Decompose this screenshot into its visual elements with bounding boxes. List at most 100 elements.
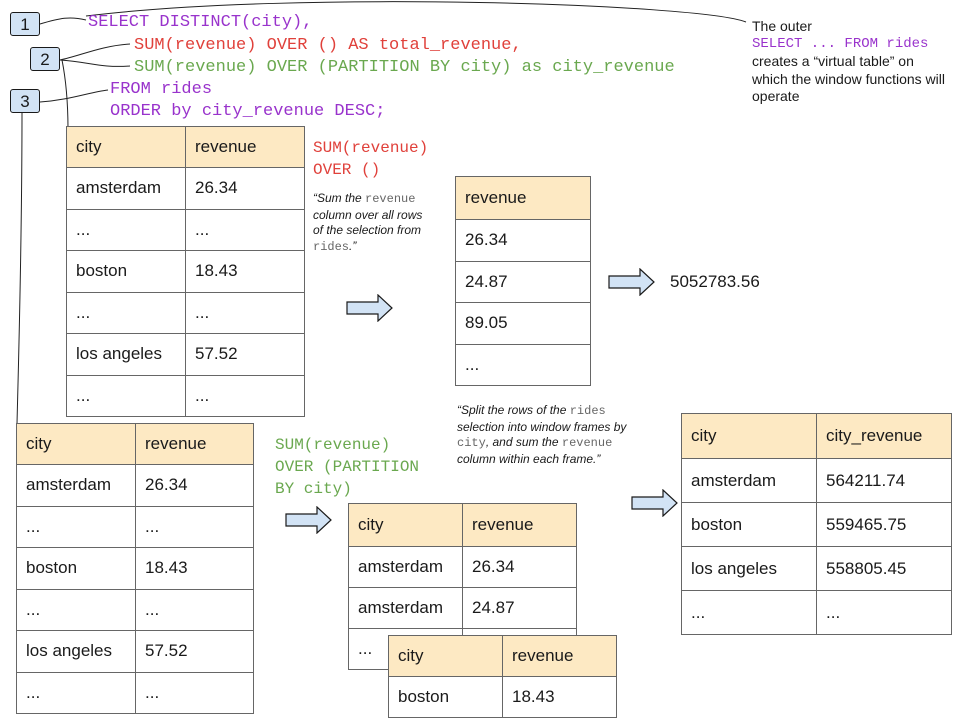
callout-text-2: creates a “virtual table” on which the w… (752, 53, 945, 104)
table-cell: 57.52 (185, 333, 305, 376)
partition-source-table: city revenue amsterdam 26.34 ... ... bos… (16, 423, 254, 714)
table-cell: amsterdam (681, 458, 817, 503)
table-cell: 559465.75 (816, 502, 952, 547)
table-cell: boston (388, 676, 503, 718)
table-row: los angeles 57.52 (16, 630, 254, 673)
table-cell: 89.05 (455, 302, 591, 345)
table-cell: boston (16, 547, 136, 590)
table-cell: ... (185, 208, 305, 251)
right-arrow-icon (631, 489, 678, 517)
partition-explanation-note: “Split the rows of the rides selection i… (457, 403, 629, 467)
right-arrow-icon (285, 506, 332, 534)
table-row: boston 559465.75 (681, 502, 952, 547)
table-cell: 26.34 (185, 167, 305, 210)
table-row: ... ... (66, 291, 305, 334)
column-header: city_revenue (816, 413, 952, 459)
table-cell: amsterdam (348, 546, 463, 588)
note-text: , and sum the (485, 435, 559, 449)
table-cell: 18.43 (135, 547, 254, 590)
table-cell: amsterdam (348, 587, 463, 629)
total-code-line-2: OVER () (313, 161, 381, 179)
table-cell: ... (16, 505, 136, 548)
note-text: column within each frame.” (457, 451, 601, 466)
note-code: city (457, 436, 486, 450)
table-row: boston 18.43 (388, 676, 617, 718)
note-code: rides (313, 239, 350, 254)
table-cell: 57.52 (135, 630, 254, 673)
table-cell: 26.34 (135, 464, 254, 507)
column-header: revenue (462, 503, 577, 547)
total-explanation-note: “Sum the revenue column over all rows of… (313, 191, 435, 255)
table-cell: ... (681, 590, 817, 635)
table-row: ... ... (16, 671, 254, 714)
total-revenue-table: revenue 26.34 24.87 89.05 ... (455, 176, 591, 386)
step-1-badge: 1 (10, 12, 40, 36)
table-cell: ... (135, 588, 254, 631)
column-header: city (348, 503, 463, 547)
note-text: “Split the rows of the (457, 403, 567, 417)
column-header: revenue (185, 126, 305, 168)
callout-code: SELECT ... FROM rides (752, 35, 929, 52)
table-cell: 24.87 (462, 587, 577, 629)
right-arrow-icon (346, 294, 393, 322)
column-header: city (16, 423, 136, 465)
table-row: amsterdam 564211.74 (681, 458, 952, 503)
table-cell: ... (16, 588, 136, 631)
virtual-table-callout: The outer SELECT ... FROM rides creates … (752, 18, 952, 106)
table-row: amsterdam 26.34 (348, 546, 577, 588)
partition-code-line-2: OVER (PARTITION (275, 458, 420, 476)
callout-text-1: The outer (752, 18, 812, 34)
note-text: .” (349, 238, 357, 253)
table-cell: ... (185, 291, 305, 334)
partition-code-line-3: BY city) (275, 480, 352, 498)
table-cell: ... (66, 374, 186, 417)
table-cell: los angeles (681, 546, 817, 591)
column-header: revenue (502, 635, 617, 677)
table-cell: ... (66, 208, 186, 251)
table-cell: 26.34 (455, 219, 591, 262)
step-2-badge: 2 (30, 47, 60, 71)
table-row: boston 18.43 (16, 547, 254, 590)
table-row: boston 18.43 (66, 250, 305, 293)
table-cell: 18.43 (502, 676, 617, 718)
table-cell: amsterdam (66, 167, 186, 210)
total-revenue-result: 5052783.56 (670, 272, 760, 291)
note-text: column over all rows of the selection fr… (313, 207, 423, 238)
table-cell: ... (16, 671, 136, 714)
table-cell: ... (135, 505, 254, 548)
note-code: rides (569, 404, 606, 418)
column-header: city (681, 413, 817, 459)
table-row: amsterdam 26.34 (16, 464, 254, 507)
table-cell: ... (816, 590, 952, 635)
column-header: city (66, 126, 186, 168)
partition-code-line-1: SUM(revenue) (275, 436, 391, 454)
table-row: ... ... (16, 505, 254, 548)
table-cell: 558805.45 (816, 546, 952, 591)
table-cell: ... (185, 374, 305, 417)
total-code-line-1: SUM(revenue) (313, 139, 429, 157)
table-cell: 18.43 (185, 250, 305, 293)
table-cell: los angeles (66, 333, 186, 376)
table-cell: los angeles (16, 630, 136, 673)
right-arrow-icon (608, 268, 655, 296)
note-code: revenue (365, 192, 416, 206)
frame-boston-table: city revenue boston 18.43 (388, 635, 617, 718)
sql-line-city-revenue: SUM(revenue) OVER (PARTITION BY city) as… (134, 58, 675, 77)
table-cell: ... (455, 343, 591, 386)
table-row: ... (455, 343, 591, 386)
table-row: ... ... (66, 374, 305, 417)
sql-line-order: ORDER by city_revenue DESC; (110, 102, 386, 121)
note-text: “Sum the (313, 191, 362, 205)
column-header: revenue (135, 423, 254, 465)
table-cell: 24.87 (455, 260, 591, 303)
table-cell: boston (681, 502, 817, 547)
column-header: city (388, 635, 503, 677)
table-row: los angeles 558805.45 (681, 546, 952, 591)
city-revenue-result-table: city city_revenue amsterdam 564211.74 bo… (681, 413, 952, 635)
sql-line-total-revenue: SUM(revenue) OVER () AS total_revenue, (134, 36, 522, 55)
table-cell: 26.34 (462, 546, 577, 588)
table-cell: 564211.74 (816, 458, 952, 503)
sql-line-select: SELECT DISTINCT(city), (88, 13, 313, 32)
total-source-table: city revenue amsterdam 26.34 ... ... bos… (66, 126, 305, 417)
